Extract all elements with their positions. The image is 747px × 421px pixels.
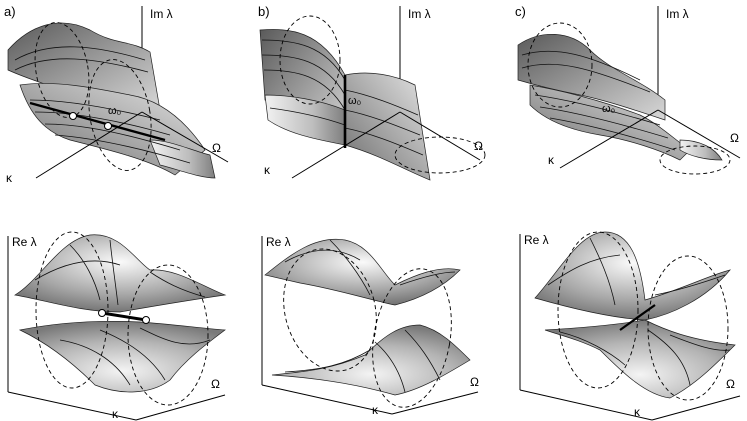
panel-a-kappa-axis [35,111,143,179]
panel-b-re-label: Re λ [266,235,291,249]
panel-a-bottom-omega-label: Ω [211,377,220,391]
panel-b-kappa-axis [291,111,401,179]
panel-b-kappa-label: κ [264,163,271,177]
panel-b-omega-axis [399,111,481,161]
panel-a-exceptional-line [29,101,166,142]
panel-b-bottom-ellipse-1 [283,248,377,372]
panel-a-bottom-ellipse-1 [35,231,109,389]
panel-c-re-label: Re λ [524,233,549,247]
panel-a-ep-point-1 [69,112,77,120]
panel-a-bottom-ellipse-2 [127,264,209,406]
panel-a-bottom-omega-axis [135,394,226,421]
panel-b-im-label: Im λ [408,7,431,21]
panel-b-lower-bowl [271,324,471,396]
panel-a-bottom: Re λ κ Ω [7,231,227,421]
panel-c-bottom-kappa-axis [519,389,653,421]
panel-c-bottom-ellipse-2 [647,255,729,401]
panel-b-top-ellipse-1 [279,15,341,105]
panel-a-point-label: ω₀ [108,105,121,117]
panel-c-im-label: Im λ [666,7,689,21]
panel-b-upper-dome [264,238,461,306]
panel-c-top-ellipse-1 [527,22,593,108]
panel-c-top: c) Im λ ω₀ Ω κ [515,4,741,175]
panel-c-omega-label: Ω [730,131,739,145]
panel-a-bottom-kappa-axis [7,391,137,421]
panel-c-lower-bowl [544,319,736,399]
panel-b-top: b) Im λ ω₀ Ω κ [258,4,486,181]
panel-b-bottom-kappa-label: κ [372,403,379,417]
panel-b-bottom-omega-axis [391,391,479,415]
panel-b-top-ellipse-2 [394,136,486,174]
panel-b-letter: b) [258,4,270,19]
panel-a-bottom-exceptional-line [101,311,147,322]
panel-c-point-label: ω₀ [602,103,615,115]
panel-c-bottom-omega-label: Ω [726,377,735,391]
panel-c-bottom: Re λ κ Ω [519,231,741,421]
panel-a-omega-axis [141,111,229,163]
panel-c-top-ellipse-2 [659,145,731,175]
panel-c-omega-axis [657,109,741,159]
panel-b-bottom-kappa-axis [261,384,393,415]
panel-c-tail-sheet [679,139,723,161]
panel-a-bottom-ep-1 [98,309,106,317]
panel-c-bottom-omega-axis [651,395,741,421]
panel-b-point-label: ω₀ [348,95,361,107]
panel-a-letter: a) [4,4,16,19]
panel-a-top: a) Im λ ω₀ Ω κ [4,4,229,185]
panel-a-bottom-ep-2 [142,316,150,324]
panel-a-re-label: Re λ [12,235,37,249]
panel-b-omega-label: Ω [474,139,483,153]
panel-a-kappa-label: κ [6,171,13,185]
panel-c-letter: c) [515,4,526,19]
panel-c-lower-sheet [529,84,691,161]
panel-b-right-sheet [344,72,431,181]
panel-a-omega-label: Ω [212,141,221,155]
panel-a-ep-point-2 [104,122,112,130]
panel-b-bottom-ellipse-2 [372,268,452,408]
panel-c-bottom-ellipse-1 [557,231,639,389]
panel-b-bottom-omega-label: Ω [470,375,479,389]
panel-c-upper-dome [534,231,731,321]
panel-b-bottom: Re λ κ Ω [261,235,479,417]
panel-c-kappa-label: κ [548,153,555,167]
panel-c-bottom-kappa-label: κ [634,405,641,419]
panel-a-im-label: Im λ [150,7,173,21]
panel-a-bottom-kappa-label: κ [112,407,119,421]
panel-a-top-ellipse-2 [88,59,152,171]
panel-c-kappa-axis [559,109,659,169]
panel-a-lower-bowl [18,320,226,393]
panel-a-tail-sheet [149,139,216,179]
